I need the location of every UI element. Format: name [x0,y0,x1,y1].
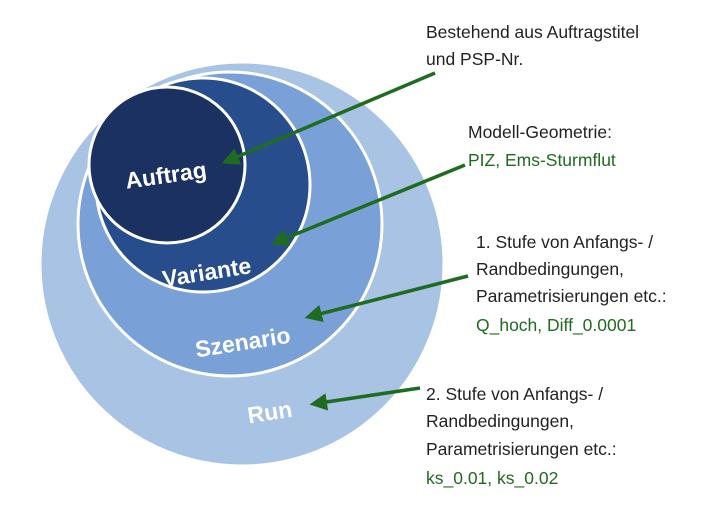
variant-annotation: Modell-Geometrie: PIZ, Ems-Sturmflut [468,122,616,170]
auftrag-circle [87,85,247,245]
arrow-to-scenario [304,274,469,323]
run-annotation: 2. Stufe von Anfangs- / Randbedingungen,… [426,384,617,489]
arrow-to-variant [270,163,466,246]
auftrag-annotation-line2: und PSP-Nr. [426,49,523,69]
scenario-annotation: 1. Stufe von Anfangs- / Randbedingungen,… [476,232,667,336]
run-annotation-line2: Randbedingungen, [426,411,574,431]
arrow-to-auftrag [221,71,436,165]
run-annotation-line1: 2. Stufe von Anfangs- / [426,384,603,404]
arrow-to-run [309,386,421,411]
scenario-annotation-line3: Parametrisierungen etc.: [476,286,667,306]
scenario-annotation-examples: Q_hoch, Diff_0.0001 [476,315,636,336]
variant-annotation-examples: PIZ, Ems-Sturmflut [468,150,616,170]
run-annotation-line3: Parametrisierungen etc.: [426,439,617,459]
scenario-annotation-line1: 1. Stufe von Anfangs- / [476,232,653,252]
run-annotation-examples: ks_0.01, ks_0.02 [426,468,558,489]
variant-annotation-line1: Modell-Geometrie: [468,122,612,142]
auftrag-annotation: Bestehend aus Auftragstitel und PSP-Nr. [426,22,639,69]
scenario-annotation-line2: Randbedingungen, [476,259,624,279]
auftrag-annotation-line1: Bestehend aus Auftragstitel [426,22,639,42]
